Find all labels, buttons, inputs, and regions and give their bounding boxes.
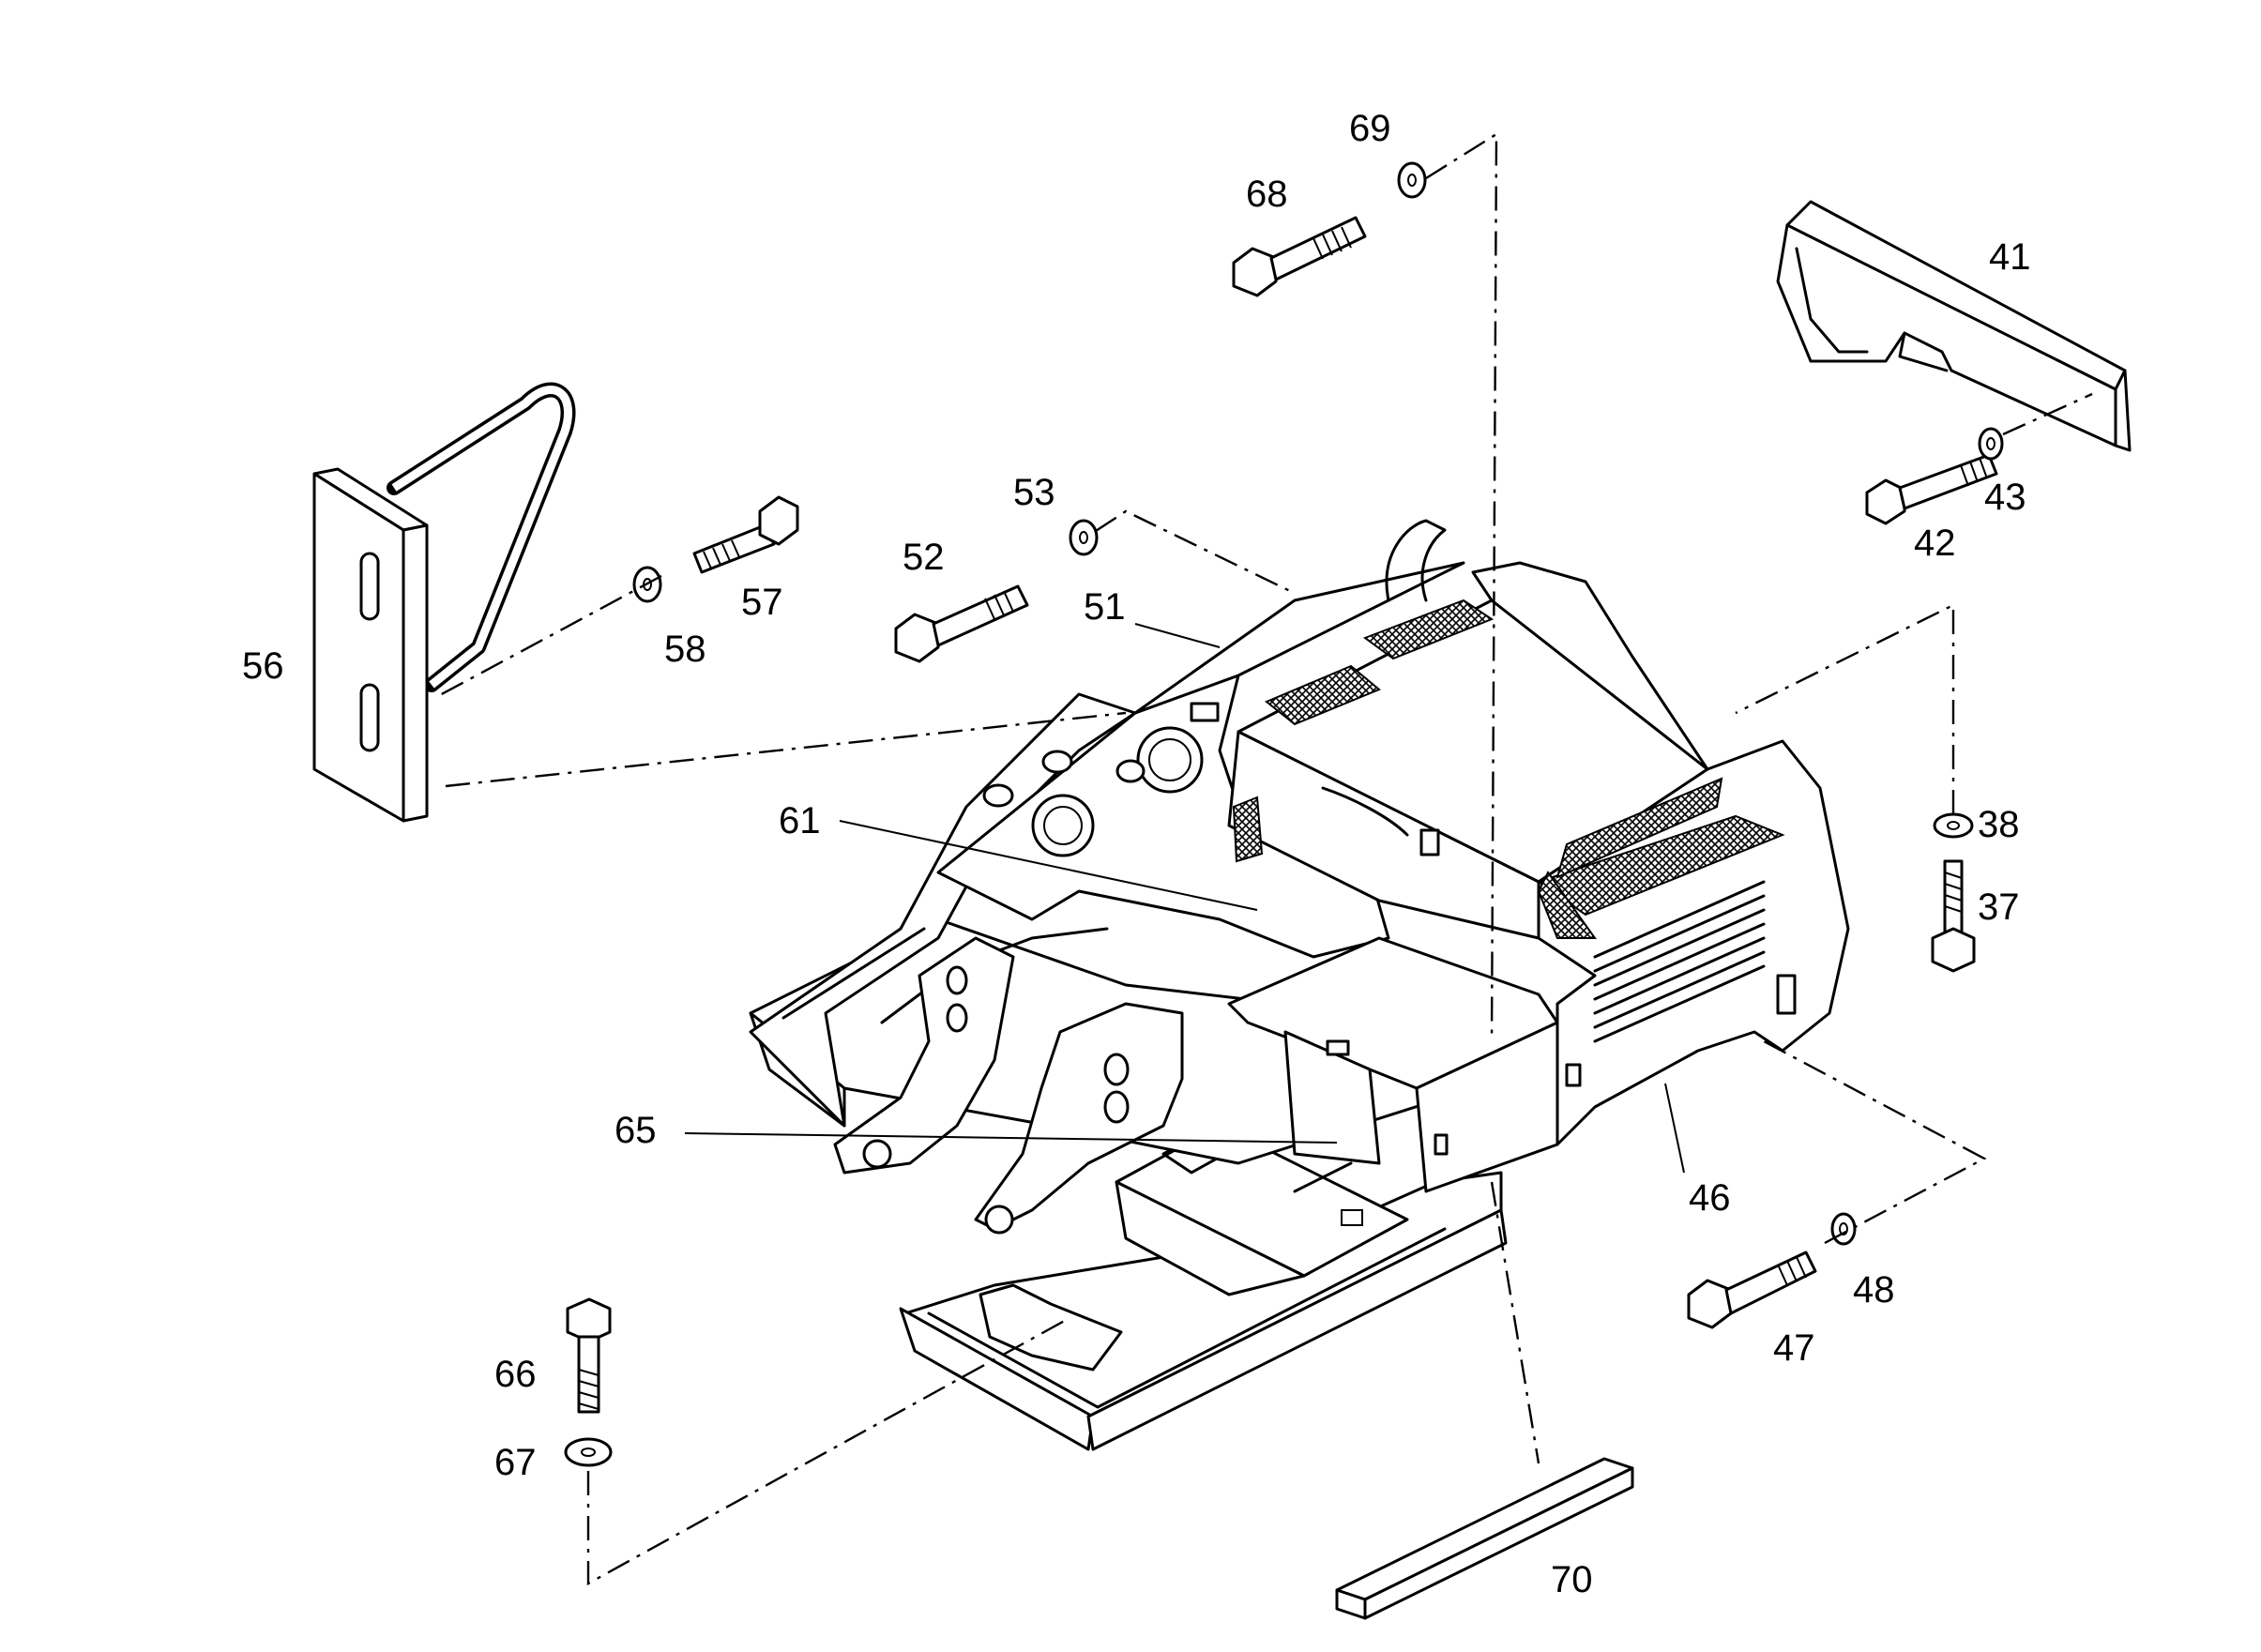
- part-57-bolt: [692, 495, 799, 574]
- callout-43: 43: [1984, 477, 2026, 518]
- callout-52: 52: [903, 537, 945, 578]
- part-38-washer: [1933, 812, 1974, 839]
- callout-42: 42: [1914, 523, 1956, 564]
- part-52-bolt: [894, 584, 1029, 663]
- part-66-bolt: [566, 1297, 612, 1414]
- callout-69: 69: [1349, 108, 1391, 149]
- callout-47: 47: [1773, 1327, 1815, 1369]
- callout-70: 70: [1551, 1559, 1593, 1600]
- callout-46: 46: [1689, 1177, 1731, 1219]
- part-37-bolt: [1931, 859, 1976, 973]
- callout-61: 61: [779, 800, 821, 841]
- part-53-washer: [1069, 519, 1099, 556]
- callout-53: 53: [1013, 472, 1055, 513]
- callout-41: 41: [1989, 236, 2031, 278]
- callout-56: 56: [242, 645, 284, 687]
- part-43-washer: [1978, 427, 2004, 461]
- callout-37: 37: [1978, 887, 2020, 928]
- part-68-bolt: [1232, 216, 1367, 297]
- assembly-lines: [437, 131, 2093, 1586]
- part-41-bracket: [1776, 200, 2132, 452]
- callout-57: 57: [741, 582, 783, 623]
- callout-38: 38: [1978, 804, 2020, 845]
- main-frame-assembly: [749, 519, 1850, 1451]
- part-67-washer: [564, 1437, 613, 1467]
- callout-65: 65: [615, 1110, 657, 1151]
- part-48-washer: [1830, 1212, 1857, 1246]
- part-42-bolt: [1865, 453, 1998, 525]
- callout-66: 66: [494, 1354, 537, 1395]
- part-56-handle: [312, 382, 576, 823]
- callout-58: 58: [664, 629, 706, 670]
- callout-68: 68: [1246, 174, 1288, 215]
- callout-48: 48: [1853, 1269, 1895, 1311]
- callout-67: 67: [494, 1442, 537, 1483]
- part-70-strip: [1335, 1457, 1634, 1620]
- callout-51: 51: [1084, 586, 1126, 628]
- callout-labels: 37 38 41 42 43 46 47 48 51 52 53 56 57 5…: [242, 108, 2031, 1600]
- part-69-washer: [1397, 161, 1427, 199]
- leader-lines: [684, 623, 1685, 1174]
- part-47-bolt: [1687, 1250, 1817, 1329]
